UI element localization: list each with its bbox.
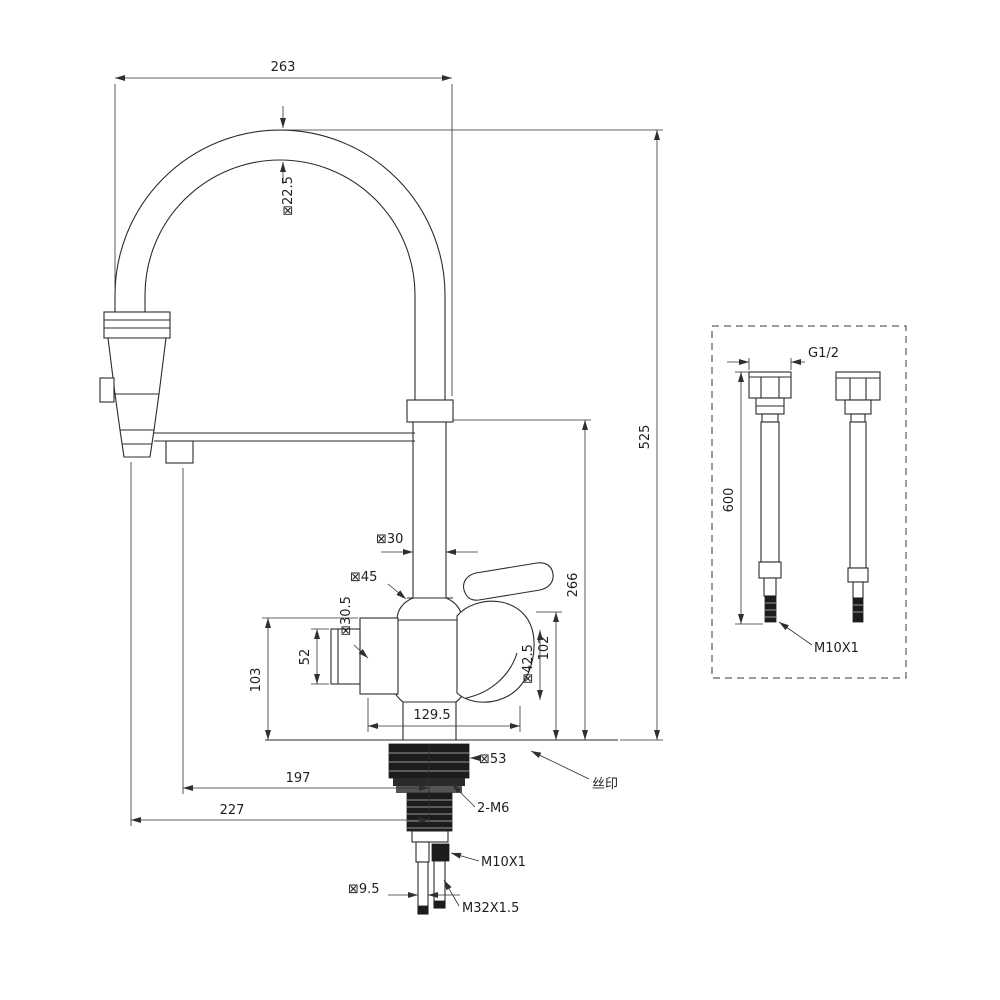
dim-label-d9-5: ⊠9.5: [348, 882, 380, 897]
dim-label-d53: ⊠53: [479, 752, 506, 767]
holder-arm: [154, 432, 415, 464]
label-silkscreen: 丝印: [592, 777, 618, 792]
dim-label-263: 263: [271, 60, 296, 75]
callout-m32x1-5: M32X1.5: [443, 879, 519, 916]
dimension-129-5: 129.5: [367, 698, 521, 732]
dimension-tube-diameter: ⊠22.5: [280, 106, 296, 216]
dim-label-d30: ⊠30: [376, 532, 403, 547]
dim-label-129-5: 129.5: [413, 708, 450, 723]
dimension-227: 227: [130, 462, 429, 826]
callout-m10x1: M10X1: [450, 852, 526, 870]
dim-label-266: 266: [566, 573, 581, 598]
riser-column: [406, 399, 454, 598]
dim-label-525: 525: [638, 425, 653, 450]
spout-arc: [114, 129, 446, 400]
hose-left: [748, 371, 792, 623]
callout-hose-m10x1: M10X1: [778, 621, 859, 656]
hose-box: G1/2 600 M10X1: [711, 325, 907, 679]
dim-label-197: 197: [286, 771, 311, 786]
label-2-m6: 2-M6: [477, 801, 509, 816]
dimension-525: 525: [284, 129, 663, 741]
spray-head: [99, 311, 171, 458]
dimension-body-d45: ⊠45: [350, 570, 407, 600]
dimension-d30-5: ⊠30.5: [339, 596, 369, 659]
dimension-600: 600: [722, 371, 763, 625]
dimension-197: 197: [182, 468, 430, 826]
dimension-g1-2: G1/2: [727, 346, 839, 370]
hose-right: [835, 371, 881, 623]
dim-label-d22-5: ⊠22.5: [281, 176, 296, 216]
label-m32x1-5: M32X1.5: [462, 901, 519, 916]
dim-label-102: 102: [537, 636, 552, 661]
callout-silkscreen: 丝印: [530, 750, 618, 792]
dim-label-d45: ⊠45: [350, 570, 377, 585]
dim-label-227: 227: [220, 803, 245, 818]
dimension-266: 266: [453, 419, 591, 740]
label-m10x1: M10X1: [481, 855, 526, 870]
label-g1-2: G1/2: [808, 346, 839, 361]
under-deck-hardware: [388, 743, 470, 915]
dim-label-d30-5: ⊠30.5: [339, 596, 354, 636]
dim-label-52: 52: [298, 649, 313, 666]
dimension-52: 52: [298, 628, 329, 685]
dim-label-600: 600: [722, 488, 737, 513]
dimension-103: 103: [249, 617, 358, 740]
dimension-d42-5: ⊠42.5: [521, 630, 543, 700]
label-hose-m10x1: M10X1: [814, 641, 859, 656]
dimension-riser-d30: ⊠30: [376, 532, 478, 555]
handle: [456, 562, 554, 703]
callout-d53: ⊠53: [470, 752, 506, 767]
dimension-263: 263: [114, 60, 453, 396]
dim-label-103: 103: [249, 668, 264, 693]
dimension-d9-5: ⊠9.5: [348, 882, 460, 898]
callout-2-m6: 2-M6: [451, 783, 509, 816]
dim-label-d42-5: ⊠42.5: [521, 644, 536, 684]
